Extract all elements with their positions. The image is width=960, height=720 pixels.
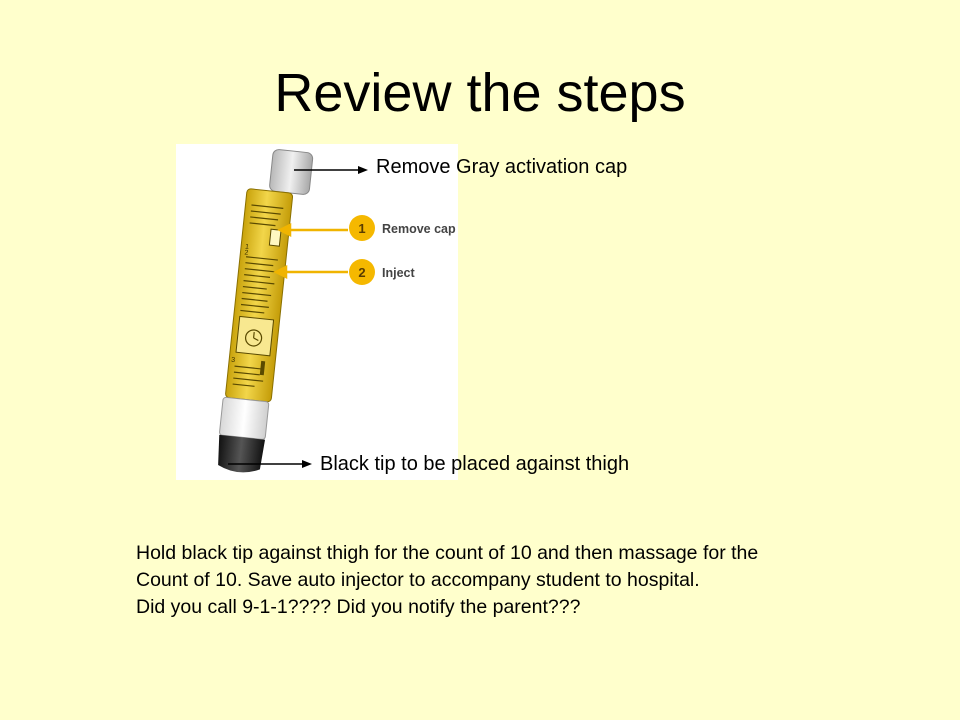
step-1-circle-icon — [349, 215, 375, 241]
instruction-line: Did you call 9-1-1???? Did you notify th… — [136, 596, 581, 618]
cap-arrow-icon — [294, 166, 368, 174]
cap-callout-label: Remove Gray activation cap — [376, 156, 628, 178]
step-1-label: Remove cap — [382, 222, 456, 236]
black-tip — [218, 434, 266, 473]
instruction-line: Hold black tip against thigh for the cou… — [136, 542, 759, 564]
step-2-circle-icon — [349, 259, 375, 285]
tip-arrow-icon — [228, 460, 312, 468]
slide-title: Review the steps — [274, 63, 686, 123]
instructions-text: Hold black tip against thigh for the cou… — [136, 540, 936, 621]
clear-window-section — [219, 396, 270, 440]
svg-text:1: 1 — [358, 221, 365, 236]
tip-callout-label: Black tip to be placed against thigh — [320, 453, 630, 475]
step-2-label: Inject — [382, 266, 415, 280]
svg-text:1: 1 — [245, 244, 250, 251]
auto-injector-illustration: 1 2 3 1 Remove cap 2 Inject — [218, 149, 456, 473]
yellow-label-body — [225, 188, 294, 403]
svg-text:2: 2 — [358, 265, 365, 280]
auto-injector-figure: 1 2 3 1 Remove cap 2 Inject — [176, 144, 458, 480]
svg-text:3: 3 — [231, 357, 236, 364]
svg-text:2: 2 — [244, 250, 249, 257]
instruction-line: Count of 10. Save auto injector to accom… — [136, 569, 700, 591]
